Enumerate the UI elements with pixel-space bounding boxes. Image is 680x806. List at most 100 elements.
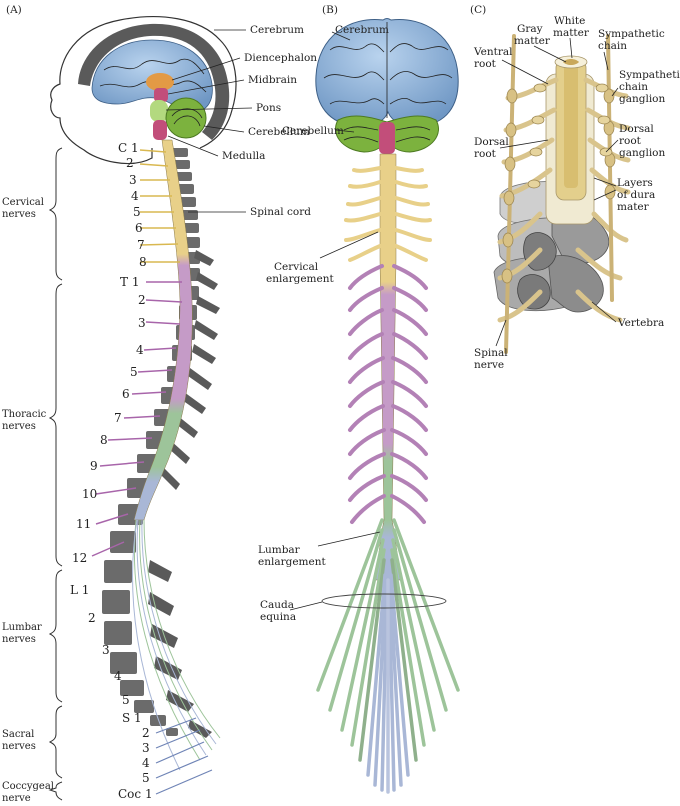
panel-c: (C) [470,4,680,371]
nerve-t10: 10 [82,487,97,501]
dorsal-gyri [323,43,453,105]
cerebellum-folia [171,108,203,127]
region-brackets [48,147,63,801]
nerve-l3: 3 [102,643,110,657]
panel-a-label: (A) [6,4,22,16]
panel-b-label: (B) [322,4,338,16]
nerve-c7: 7 [137,238,145,252]
label-cervical-enl-2: enlargement [266,273,334,285]
cauda-equina-ring [321,593,447,609]
nerve-t4: 4 [136,343,144,357]
thoracic-nerves-b [348,264,428,524]
label-cervical-enl-1: Cervical [274,261,319,273]
labels-b: Cerebrum Cerebellum Cervical enlargement… [258,24,389,623]
label-cerebellum-a: Cerebellum [248,126,310,138]
nerve-t12: 12 [72,551,87,565]
cerebellum-sagittal [165,97,207,139]
label-midbrain: Midbrain [248,74,297,86]
labels-c: Gray matter White matter Sympathetic cha… [473,15,680,371]
brain-labels-a: Cerebrum Diencephalon Midbrain Pons Cere… [165,24,317,218]
nerve-t5: 5 [130,365,138,379]
nerve-t1: T 1 [120,275,139,289]
nerve-coc1: Coc 1 [118,787,153,801]
label-dorsal-root-2: root [474,148,497,160]
nerve-t9: 9 [90,459,98,473]
lumbar-label-1: Lumbar [2,622,42,633]
nerve-s5: 5 [142,771,150,785]
label-cerebellum-b: Cerebellum [282,125,344,137]
midbrain-shape [154,88,168,102]
label-dorsal-root-1: Dorsal [474,136,509,148]
cauda-equina-a [132,519,221,771]
label-spinal-nerve-2: nerve [474,359,504,371]
label-dura-1: Layers [617,177,653,189]
label-symp-chain-2: chain [598,40,627,52]
nerve-t3: 3 [138,316,146,330]
coccygeal-label-1: Coccygeal [2,781,54,792]
thoracic-label-2: nerves [2,421,36,432]
label-lumbar-enl-1: Lumbar [258,544,301,556]
label-ventral-2: root [474,58,497,70]
nerve-s3: 3 [142,741,150,755]
label-diencephalon: Diencephalon [244,52,317,64]
nerve-c6: 6 [135,221,143,235]
nerve-l1: L 1 [70,583,89,597]
nerve-t7: 7 [114,411,122,425]
nerve-c4: 4 [131,189,139,203]
label-spinal-cord: Spinal cord [250,206,311,218]
cervical-nerves-a [139,149,180,263]
label-symp-gang-1: Sympathetic [619,69,680,81]
panel-a: (A) [2,4,317,804]
nerve-t8: 8 [100,433,108,447]
nerve-s4: 4 [142,756,150,770]
brainstem-b [379,122,395,154]
nerve-l2: 2 [88,611,96,625]
medulla-shape [153,120,167,140]
sacral-label-2: nerves [2,741,36,752]
nerve-t6: 6 [122,387,130,401]
nerve-s2: 2 [142,726,150,740]
thoracic-nerves-a [91,281,183,557]
sacral-label-1: Sacral [2,729,34,740]
nerve-c8: 8 [139,255,147,269]
label-lumbar-enl-2: enlargement [258,556,326,568]
nerve-numbers-a: C 1 2 3 4 5 6 7 8 T 1 2 3 4 5 6 7 8 9 10… [70,141,153,801]
coccygeal-label-2: nerve [2,793,31,804]
thoracic-label-1: Thoracic [2,409,47,420]
gyri-line [103,58,205,75]
label-white-2: matter [553,27,590,39]
nerve-c3: 3 [129,173,137,187]
skull [78,23,230,141]
label-symp-gang-2: chain [619,81,648,93]
label-spinal-nerve-1: Spinal [474,347,508,359]
nerve-s1: S 1 [122,711,142,725]
nerve-l4: 4 [114,669,122,683]
label-dura-3: mater [617,201,650,213]
label-pons: Pons [256,102,281,114]
panel-c-label: (C) [470,4,486,16]
spinal-cord-b [375,153,401,581]
cervical-label-2: nerves [2,209,36,220]
label-drg-3: ganglion [619,147,666,159]
cerebellum-folia-b [343,126,431,143]
label-drg-1: Dorsal [619,123,654,135]
cervical-label-1: Cervical [2,197,44,208]
cauda-equina-b [316,518,460,794]
label-gray-1: Gray [517,23,543,35]
spinal-cord-c [545,55,595,225]
sacral-nerves-a [155,717,213,795]
region-labels: Cervical nerves Thoracic nerves Lumbar n… [2,197,54,804]
pons-shape [150,100,168,122]
panel-b: (B) [258,4,460,794]
label-ventral-1: Ventral [473,46,513,58]
label-cerebrum-b: Cerebrum [335,24,389,36]
nerve-t11: 11 [76,517,91,531]
label-cerebrum-a: Cerebrum [250,24,304,36]
diencephalon-shape [146,73,174,91]
label-medulla: Medulla [222,150,265,162]
nerve-c1: C 1 [118,141,139,155]
nerve-c5: 5 [133,205,141,219]
cervical-nerves-b [344,166,432,262]
nerve-t2: 2 [138,293,146,307]
